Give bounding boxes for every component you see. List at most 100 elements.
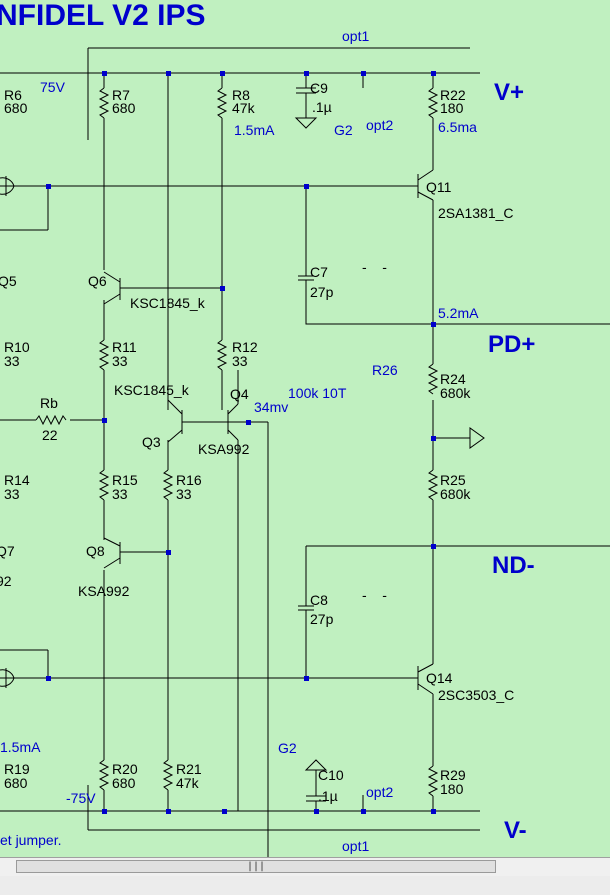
c10-name: C10 xyxy=(318,767,344,783)
c9-plates xyxy=(296,87,316,108)
status-strip xyxy=(0,876,610,895)
r29-value: 180 xyxy=(440,781,464,797)
c7-plates xyxy=(298,266,314,290)
q4-part: KSA992 xyxy=(198,441,250,457)
r6-name: R6 xyxy=(4,87,22,103)
r6-value: 680 xyxy=(4,100,28,116)
r25-zigzag xyxy=(427,469,439,501)
transistor-symbols xyxy=(0,169,434,695)
g2-bottom-label: G2 xyxy=(278,740,297,756)
c8-name: C8 xyxy=(310,592,328,608)
r19-name: R19 xyxy=(4,761,30,777)
c9-name: C9 xyxy=(310,80,328,96)
junction-dots xyxy=(46,71,436,814)
horizontal-scrollbar[interactable]: ||| xyxy=(0,857,610,876)
r22-value: 180 xyxy=(440,100,464,116)
rail-vplus-label: V+ xyxy=(494,79,524,106)
q3-part: KSC1845_k xyxy=(114,382,190,398)
r8-name: R8 xyxy=(232,87,250,103)
r10-value: 33 xyxy=(4,353,20,369)
r22-name: R22 xyxy=(440,87,466,103)
c7-name: C7 xyxy=(310,264,328,280)
r19-value: 680 xyxy=(4,775,28,791)
r26-label: R26 xyxy=(372,362,398,378)
r7-name: R7 xyxy=(112,87,130,103)
vneg75-label: -75V xyxy=(66,790,96,806)
wires xyxy=(0,47,610,857)
q4-symbol xyxy=(216,410,229,434)
q6-name: Q6 xyxy=(88,273,107,289)
schematic-title: NFIDEL V2 IPS xyxy=(0,0,206,32)
r7-value: 680 xyxy=(112,100,136,116)
capacitor-symbols xyxy=(294,87,328,811)
r20-value: 680 xyxy=(112,775,136,791)
r12-zigzag xyxy=(216,339,228,371)
r16-value: 33 xyxy=(176,486,192,502)
q3-name: Q3 xyxy=(142,434,161,450)
rail-vminus-label: V- xyxy=(504,817,527,844)
q6-symbol xyxy=(103,271,126,305)
v75-label: 75V xyxy=(40,79,66,95)
c8-value: 27p xyxy=(310,611,334,627)
r20-zigzag xyxy=(98,759,110,791)
q11-name: Q11 xyxy=(426,179,452,195)
r7-zigzag xyxy=(98,87,110,119)
rb-name: Rb xyxy=(40,395,58,411)
q8-symbol xyxy=(103,537,121,569)
pot-label: 100k 10T xyxy=(288,385,347,401)
c9-ground xyxy=(294,117,318,129)
opt1-top-label: opt1 xyxy=(342,28,369,44)
c8-plates xyxy=(298,596,314,620)
opt2-top-label: opt2 xyxy=(366,117,393,133)
r25-name: R25 xyxy=(440,472,466,488)
scrollbar-thumb[interactable]: ||| xyxy=(16,860,496,873)
r15-name: R15 xyxy=(112,472,138,488)
r14-name: R14 xyxy=(4,472,30,488)
q6-part: KSC1845_k xyxy=(130,295,206,311)
g2-top-label: G2 xyxy=(334,122,353,138)
q5-name: Q5 xyxy=(0,273,17,289)
r11-zigzag xyxy=(98,339,110,371)
q3-symbol xyxy=(181,410,190,434)
rb-zigzag xyxy=(35,414,67,426)
r22-current-label: 6.5ma xyxy=(438,119,477,135)
r20-name: R20 xyxy=(112,761,138,777)
schematic-svg: NFIDEL V2 IPS V+ PD+ ND- V- opt1 75V 1.5… xyxy=(0,0,610,857)
rail-ndminus-label: ND- xyxy=(492,552,535,579)
q7-name: Q7 xyxy=(0,543,15,559)
rail-pdplus-label: PD+ xyxy=(488,331,535,358)
c10-value: .1µ xyxy=(318,788,338,804)
r15-value: 33 xyxy=(112,486,128,502)
r8-value: 47k xyxy=(232,100,256,116)
jumper-note: et jumper. xyxy=(0,832,61,848)
r15-zigzag xyxy=(98,469,110,501)
r11-name: R11 xyxy=(112,339,137,355)
r21-name: R21 xyxy=(176,761,202,777)
r29-zigzag xyxy=(427,765,439,797)
scrollbar-grip: ||| xyxy=(246,861,266,872)
c7-dashes: - - xyxy=(362,259,387,275)
q8-part: KSA992 xyxy=(78,583,130,599)
r12-name: R12 xyxy=(232,339,258,355)
q8-name: Q8 xyxy=(86,543,105,559)
r8-zigzag xyxy=(216,87,228,119)
r16-zigzag xyxy=(162,469,174,501)
q14-symbol xyxy=(410,663,434,695)
q7-part: 92 xyxy=(0,573,12,589)
r8-current-label: 1.5mA xyxy=(234,122,275,138)
r24-zigzag xyxy=(427,363,439,395)
r16-name: R16 xyxy=(176,472,202,488)
opt2-bottom-label: opt2 xyxy=(366,784,393,800)
q11-part: 2SA1381_C xyxy=(438,205,514,221)
q11-symbol xyxy=(410,169,434,201)
r10-name: R10 xyxy=(4,339,30,355)
c7-value: 27p xyxy=(310,284,334,300)
r19-current-label: 1.5mA xyxy=(0,739,41,755)
r29-name: R29 xyxy=(440,767,466,783)
c8-dashes: - - xyxy=(362,587,387,603)
q4-name: Q4 xyxy=(230,386,249,402)
q14-part: 2SC3503_C xyxy=(438,687,514,703)
r24-name: R24 xyxy=(440,371,466,387)
r24-value: 680k xyxy=(440,385,471,401)
